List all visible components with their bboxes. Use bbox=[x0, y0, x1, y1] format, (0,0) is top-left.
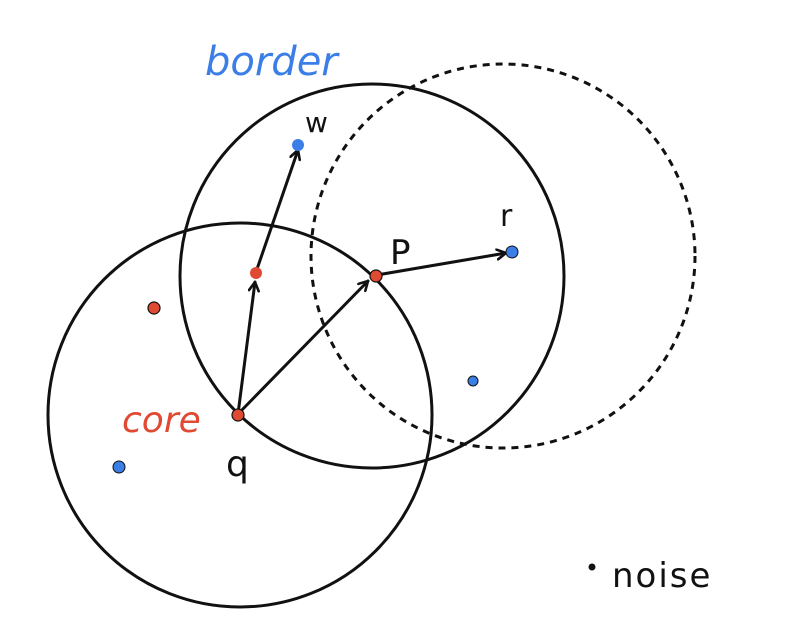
border-point-r bbox=[505, 245, 519, 259]
label-noise: noise bbox=[612, 556, 712, 596]
noise-point bbox=[588, 563, 596, 571]
arrow-q-to-mid bbox=[236, 280, 255, 416]
label-core: core bbox=[122, 400, 201, 441]
border-point-left bbox=[112, 460, 126, 474]
border-point-w bbox=[292, 139, 304, 151]
arrow-mid-to-w bbox=[254, 148, 298, 274]
core-point-q bbox=[231, 408, 245, 422]
label-w: w bbox=[305, 106, 328, 139]
label-p: P bbox=[390, 233, 411, 273]
label-q: q bbox=[226, 444, 249, 485]
arrow-q-to-p bbox=[236, 279, 370, 416]
neighborhood-circle-mid bbox=[178, 82, 566, 470]
neighborhood-circle-q bbox=[46, 221, 434, 609]
arrow-p-to-r bbox=[375, 253, 508, 277]
core-point-mid bbox=[250, 267, 262, 279]
core-point-p bbox=[369, 269, 383, 283]
label-r: r bbox=[500, 199, 513, 234]
border-point-right bbox=[467, 375, 479, 387]
core-point-left bbox=[147, 301, 161, 315]
neighborhood-circle-p-dashed bbox=[309, 62, 697, 450]
label-border: border bbox=[205, 39, 340, 85]
